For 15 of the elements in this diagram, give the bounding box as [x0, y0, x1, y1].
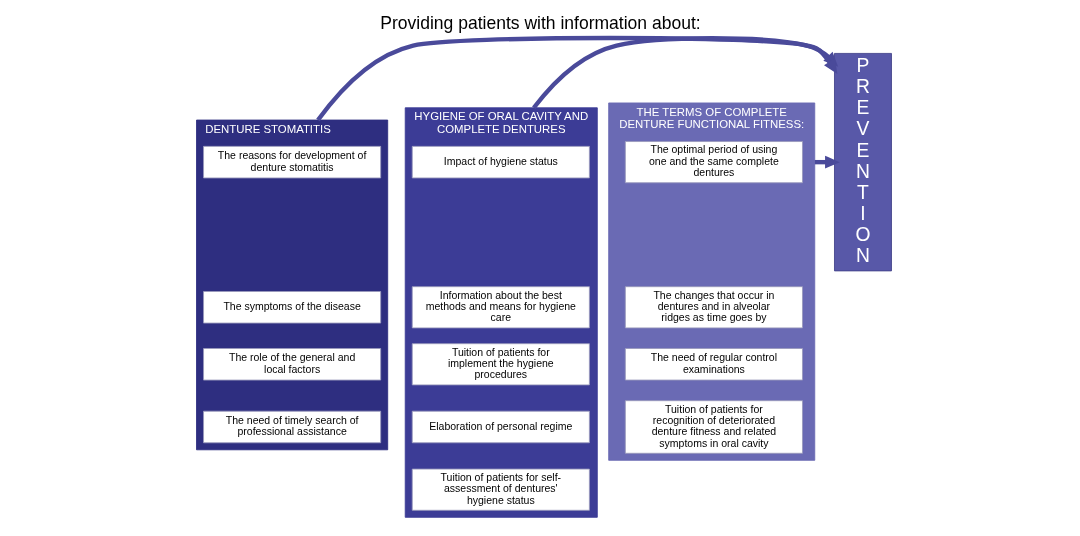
node-box: Tuition of patients for implement the hygiene procedures: [411, 343, 590, 386]
node-box: Information about the best methods and means for hygiene care: [411, 286, 590, 329]
node-box: PREVENTION: [833, 52, 892, 272]
node-box: The reasons for development of denture stomatitis: [202, 145, 381, 179]
node-box: The need of regular control examinations: [624, 348, 803, 381]
node-box: The symptoms of the disease: [202, 291, 381, 324]
node-box: The need of timely search of professional assistance: [202, 410, 381, 444]
node-box: The changes that occur in dentures and in alveolar ridges as time goes by: [624, 286, 803, 329]
node-box: Impact of hygiene status: [411, 145, 590, 179]
node-box: Elaboration of personal regime: [411, 410, 590, 444]
node-box: The role of the general and local factors: [202, 348, 381, 381]
node-box: The optimal period of using one and the same complete dentures: [624, 141, 803, 184]
diagram-title: Providing patients with information about:: [379, 13, 701, 34]
node-box: Tuition of patients for recognition of deteriorated denture fitness and related symptoms in oral cavity: [624, 400, 803, 454]
node-box: Tuition of patients for self-assessment of dentures' hygiene status: [411, 468, 590, 511]
